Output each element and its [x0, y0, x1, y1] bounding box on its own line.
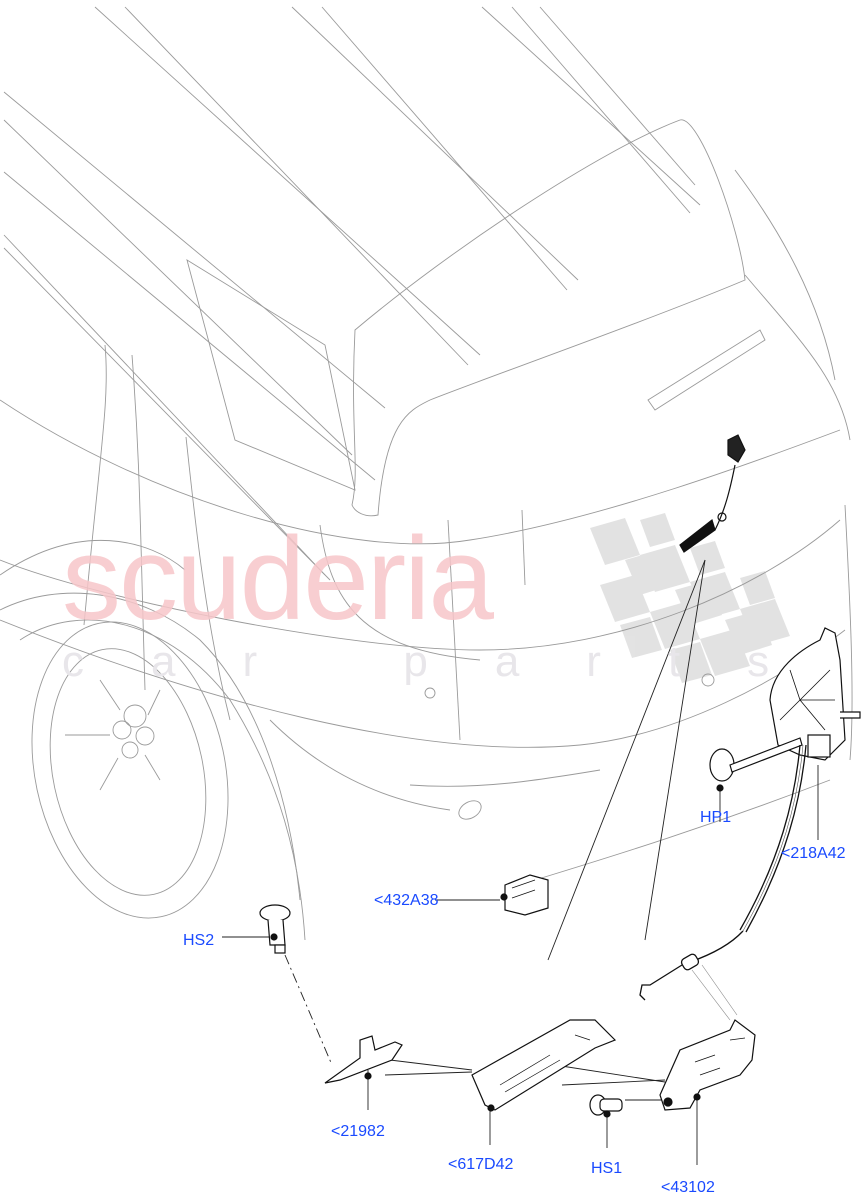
callout-432a38[interactable]: <432A38	[374, 892, 439, 909]
callout-617d42[interactable]: <617D42	[448, 1156, 514, 1173]
installed-lock-assembly	[679, 434, 746, 553]
callout-43102[interactable]: <43102	[661, 1179, 715, 1196]
leader-lines	[222, 559, 819, 1165]
mounting-pad-hp1-part[interactable]	[709, 737, 803, 792]
callout-218a42[interactable]: <218A42	[781, 845, 846, 862]
tailgate-latch-part[interactable]	[659, 1019, 756, 1111]
vehicle-outline	[0, 6, 853, 941]
callout-hp1[interactable]: HP1	[700, 809, 732, 826]
callout-hs2[interactable]: HS2	[183, 932, 215, 949]
tailgate-actuator-part[interactable]	[769, 627, 861, 761]
callout-21982[interactable]: <21982	[331, 1123, 385, 1140]
bracket-21982-part[interactable]	[324, 1035, 403, 1084]
release-cable-part[interactable]	[639, 744, 807, 1001]
screw-hs1-part[interactable]	[589, 1094, 623, 1118]
bolt-hs2-part[interactable]	[259, 904, 291, 954]
callout-hs1[interactable]: HS1	[591, 1160, 623, 1177]
lock-cover-bracket-part[interactable]	[471, 1019, 617, 1112]
thin-leader-lines	[691, 964, 738, 1021]
switch-432a38-part[interactable]	[500, 874, 549, 916]
